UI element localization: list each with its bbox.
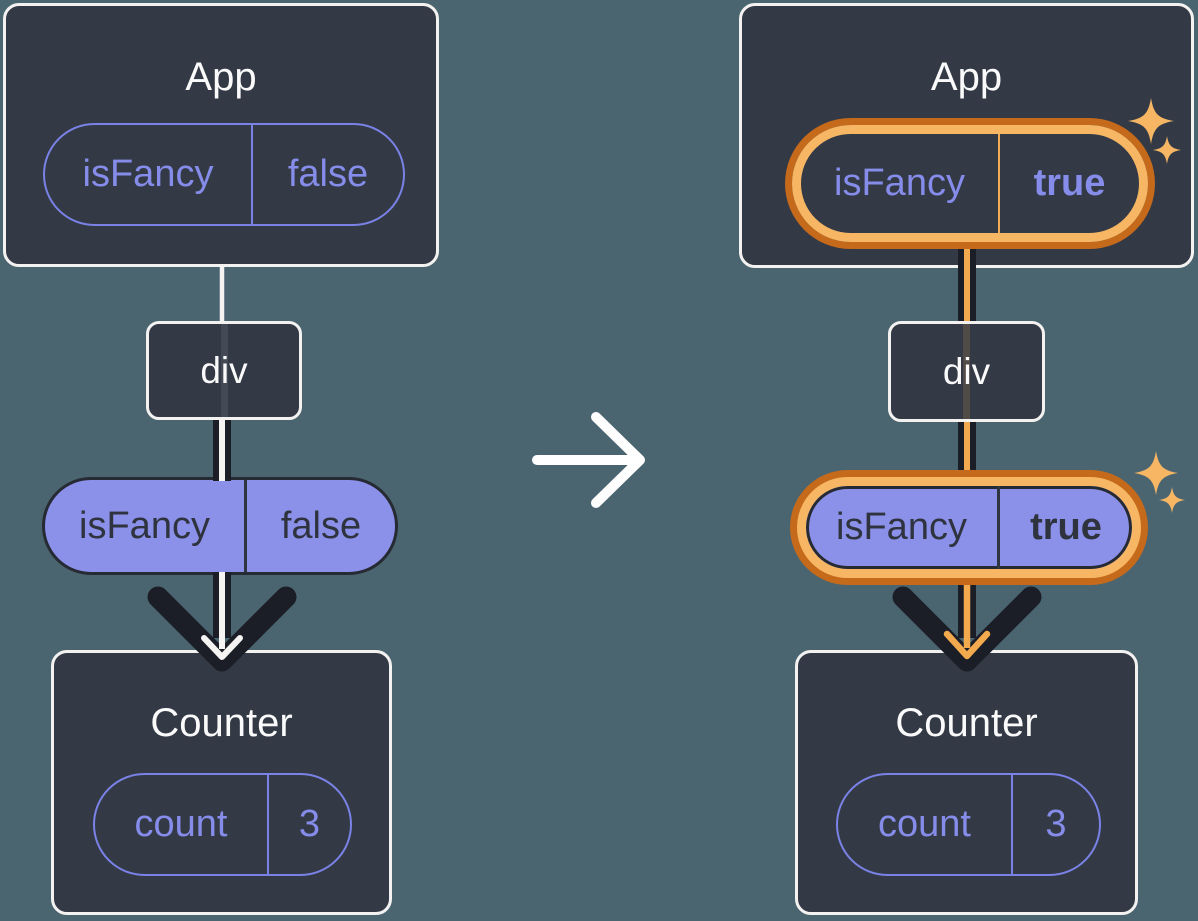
sparkle-icon xyxy=(1134,451,1178,495)
after-prop-pill-highlighted: isFancy true xyxy=(797,477,1141,578)
arrow-head xyxy=(591,412,645,508)
prop-value: false xyxy=(280,504,362,547)
after-connectors xyxy=(892,236,1042,672)
state-key: count xyxy=(95,775,269,874)
after-div-label: div xyxy=(942,350,991,392)
after-state-pill: count 3 xyxy=(836,773,1101,876)
prop-value: false xyxy=(287,153,369,195)
prop-key: isFancy xyxy=(801,134,1000,233)
state-key: count xyxy=(838,775,1013,874)
state-value: 3 xyxy=(298,803,321,845)
before-app-title: App xyxy=(185,55,257,99)
connector-passthrough xyxy=(963,324,970,419)
transition-arrow-icon xyxy=(532,412,645,508)
before-app-card: App isFancy false xyxy=(3,3,439,267)
prop-key: isFancy xyxy=(45,480,247,572)
connector-passthrough xyxy=(220,324,228,417)
state-value: 3 xyxy=(1045,803,1067,845)
before-div-label: div xyxy=(200,349,248,391)
after-div-card: div xyxy=(888,321,1045,422)
before-prop-pill: isFancy false xyxy=(42,477,398,575)
before-counter-card: Counter count 3 xyxy=(51,650,392,915)
before-app-prop-pill: isFancy false xyxy=(43,123,405,226)
before-div-card: div xyxy=(146,321,302,420)
before-counter-title: Counter xyxy=(150,701,293,745)
sparkle-icon xyxy=(1159,487,1185,513)
after-app-title: App xyxy=(930,55,1003,99)
after-counter-title: Counter xyxy=(895,701,1038,745)
before-state-pill: count 3 xyxy=(93,773,352,876)
prop-key: isFancy xyxy=(45,125,253,224)
after-counter-card: Counter count 3 xyxy=(795,650,1138,915)
after-app-prop-pill-highlighted: isFancy true xyxy=(792,125,1148,242)
prop-key: isFancy xyxy=(806,486,1000,569)
after-app-card: App isFancy true xyxy=(739,3,1194,268)
sparkles-bottom xyxy=(1134,451,1185,513)
prop-value: true xyxy=(1030,506,1102,548)
prop-value: true xyxy=(1033,162,1106,204)
